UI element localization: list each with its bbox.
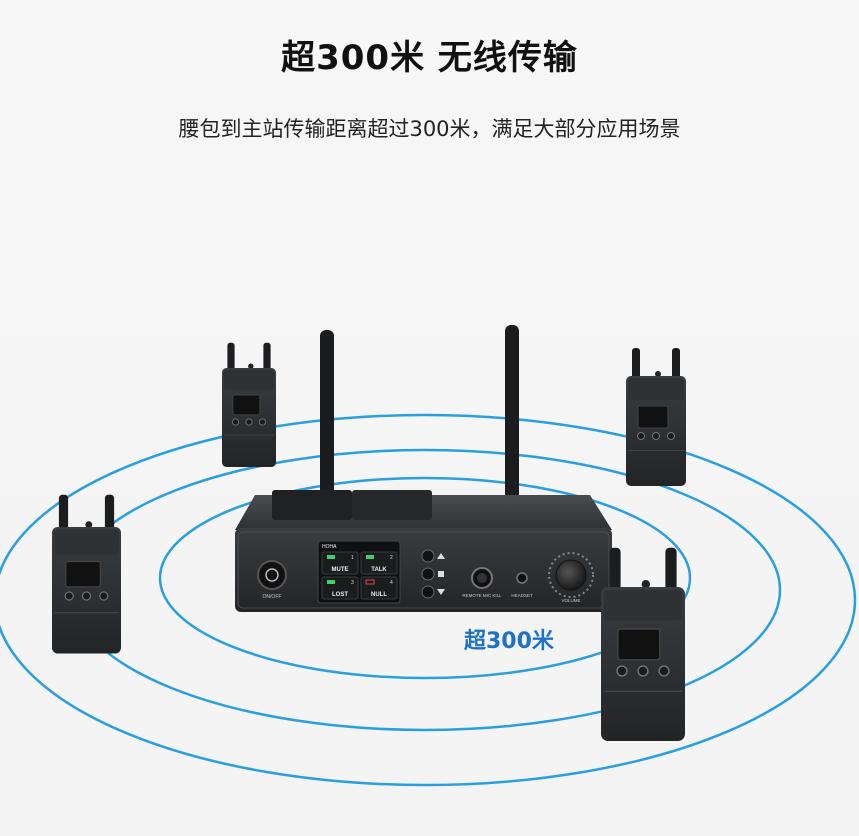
volume-label: VOLUME (561, 598, 580, 603)
base-station: ON/OFF HOHA 1 2 3 4 MUTE TALK LOST NULL (235, 490, 612, 612)
power-button[interactable] (257, 560, 287, 590)
volume-knob[interactable] (548, 552, 594, 598)
page-subtitle: 腰包到主站传输距离超过300米，满足大部分应用场景 (178, 117, 681, 141)
nav-buttons[interactable] (421, 549, 445, 599)
beltpack-top-right (625, 347, 687, 487)
channel-4-battery-icon (365, 579, 375, 585)
range-label: 超300米 (464, 629, 554, 654)
channel-2-status: TALK (371, 567, 387, 573)
beltpack-right (600, 547, 686, 742)
channel-1-status: MUTE (332, 567, 349, 573)
remote-mic-kill-label: REMOTE MIC KILL (462, 593, 502, 598)
channel-1-num: 1 (351, 555, 354, 561)
channel-3-battery-icon (327, 580, 335, 584)
headset-port[interactable] (516, 572, 528, 584)
channel-2-num: 2 (390, 555, 393, 561)
channel-4-num: 4 (390, 580, 393, 586)
up-arrow-icon (437, 553, 445, 559)
display-brand: HOHA (322, 544, 337, 550)
battery-slot-left (272, 490, 352, 520)
channel-3-status: LOST (332, 592, 348, 598)
beltpack-left (51, 494, 122, 655)
channel-grid: 1 2 3 4 MUTE TALK LOST NULL (321, 551, 398, 600)
headset-label: HEADSET (511, 593, 533, 598)
channel-3-num: 3 (351, 580, 354, 586)
down-arrow-icon (437, 589, 445, 595)
power-label: ON/OFF (263, 594, 282, 600)
battery-slot-right (352, 490, 432, 520)
channel-2-battery-icon (366, 555, 374, 559)
stop-icon (438, 571, 444, 577)
channel-4-status: NULL (371, 592, 387, 598)
beltpack-top-left (221, 342, 277, 468)
page-title: 超300米 无线传输 (281, 38, 578, 78)
channel-1-battery-icon (327, 555, 335, 559)
power-icon (265, 568, 279, 582)
base-antennas (320, 325, 519, 540)
coverage-ring-inner (158, 476, 692, 680)
coverage-ring-outer (0, 413, 857, 787)
